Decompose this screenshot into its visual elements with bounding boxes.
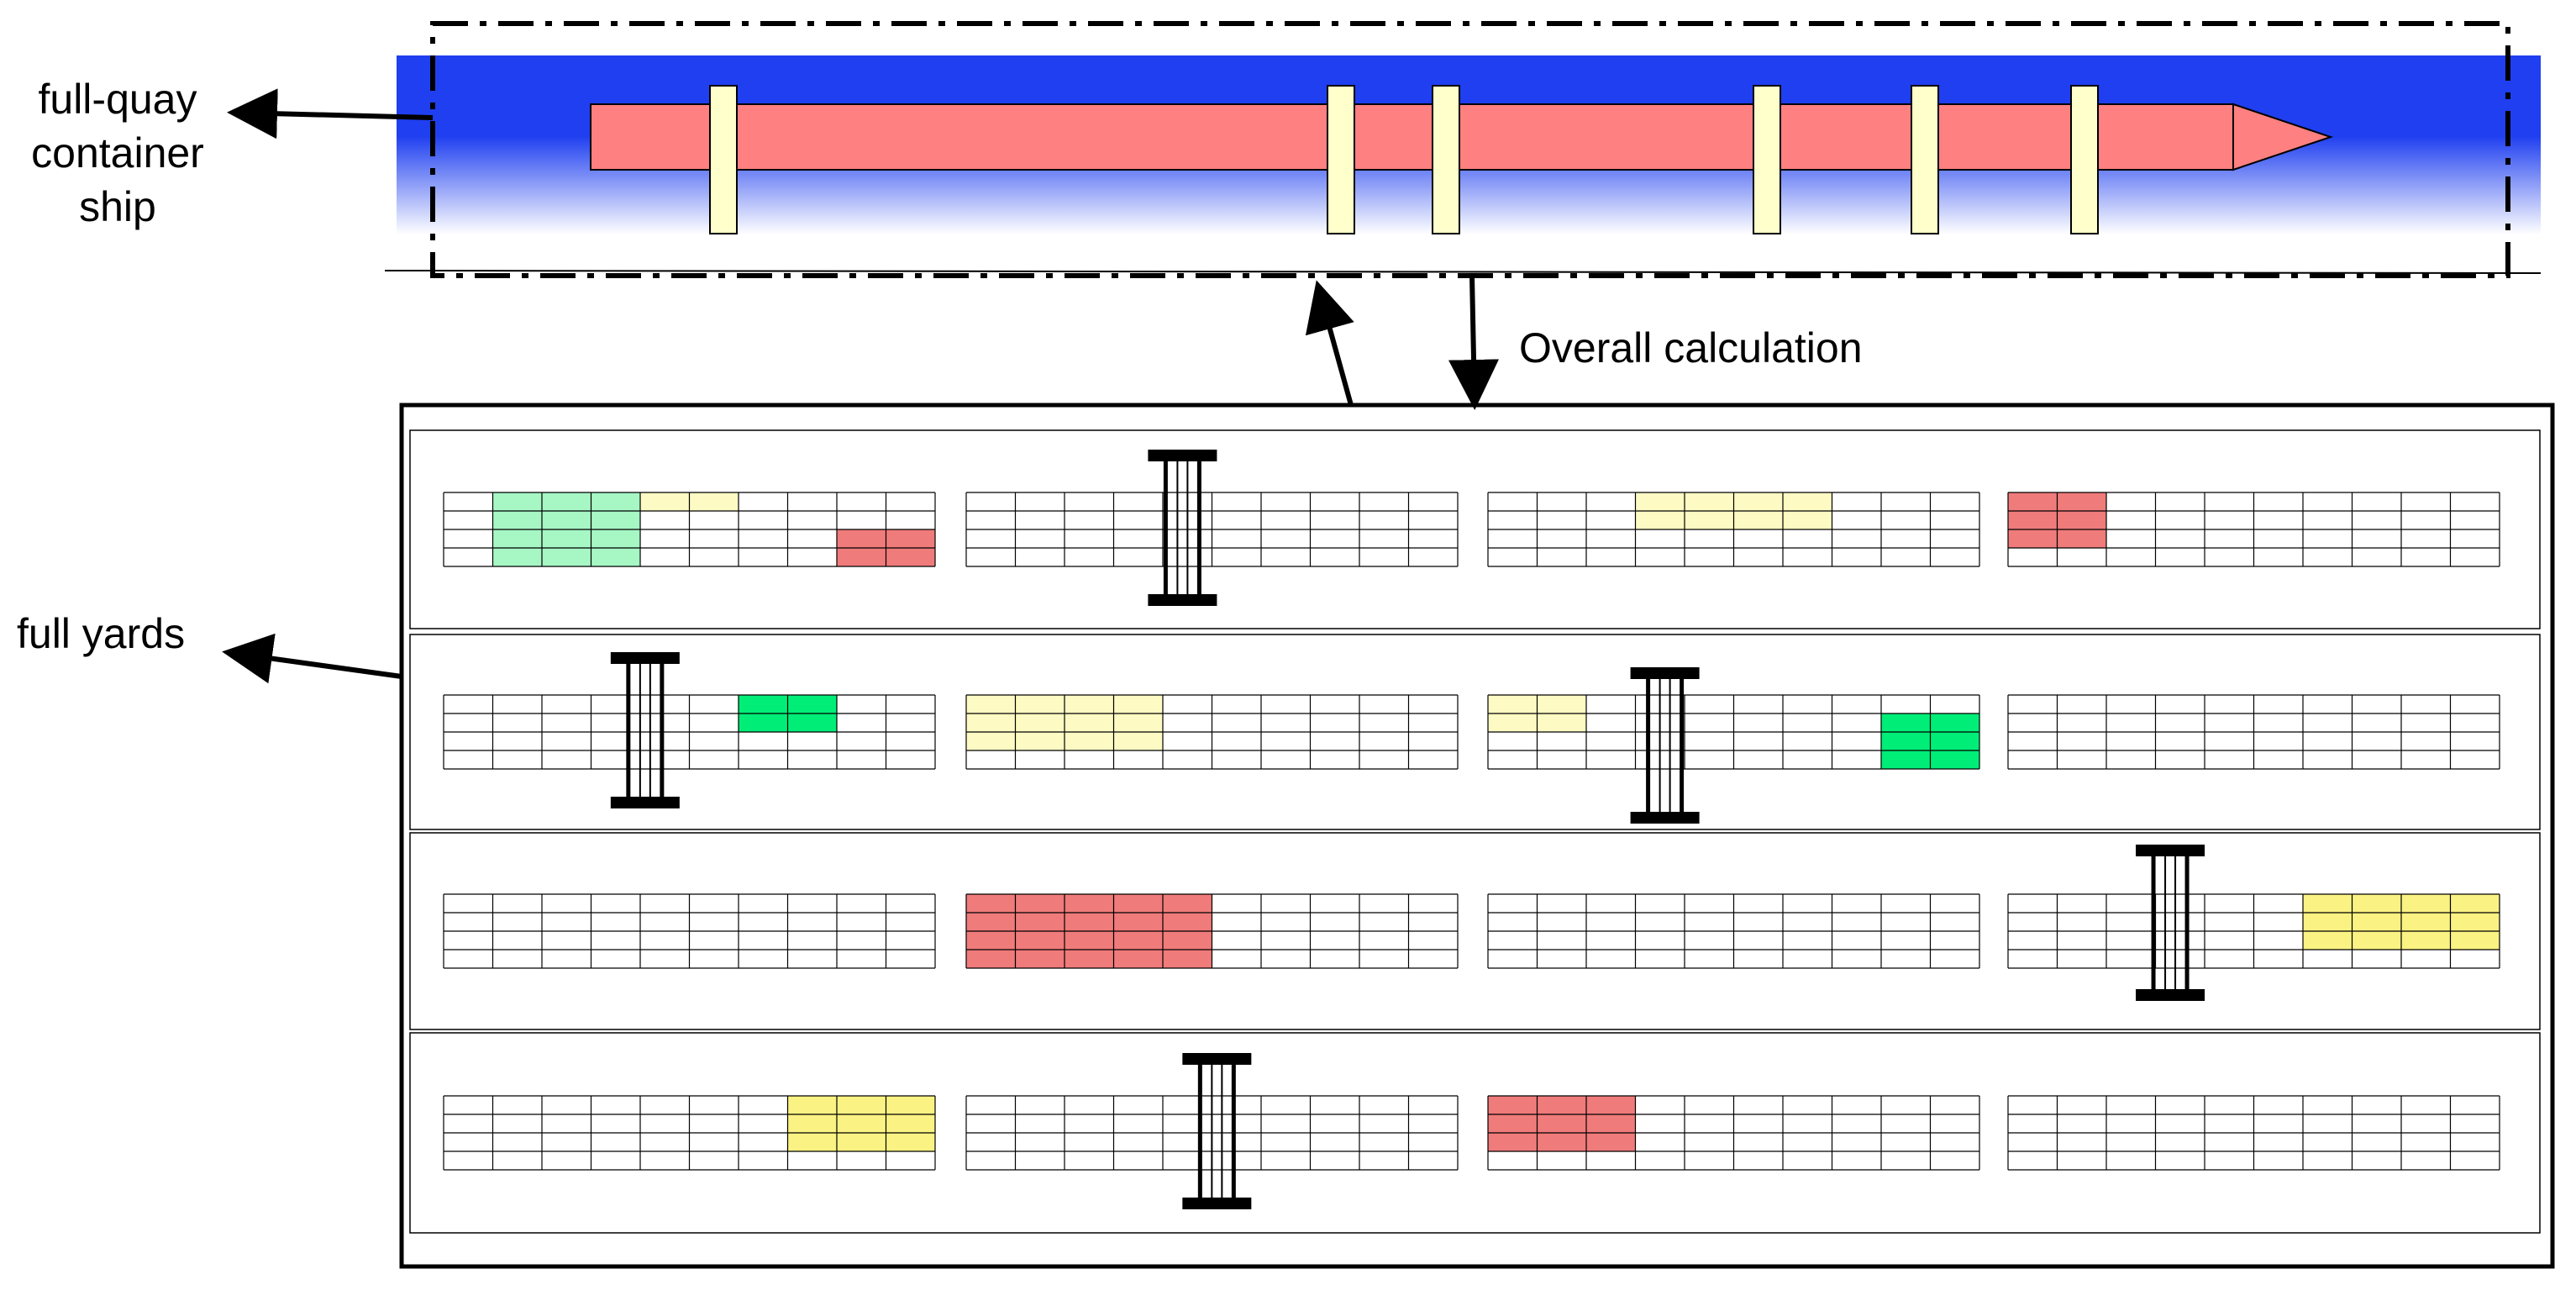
yard-row xyxy=(409,429,2541,629)
quay-crane xyxy=(1753,85,1781,234)
yard-area xyxy=(399,403,2555,1269)
yard-rows xyxy=(409,429,2541,1234)
quay-crane xyxy=(1327,85,1355,234)
ship-selection-box xyxy=(430,21,2510,278)
yard-block xyxy=(2007,694,2500,770)
yard-block xyxy=(443,1095,936,1171)
yard-highlight xyxy=(1488,1096,1636,1151)
arrows xyxy=(222,88,1500,684)
quay-line xyxy=(384,270,2542,274)
yard-block xyxy=(2007,492,2500,567)
yard-block xyxy=(965,893,1459,969)
quay-crane xyxy=(1432,85,1460,234)
gantry-beam xyxy=(1630,812,1700,824)
gantry-beam xyxy=(1630,667,1700,679)
yard-row xyxy=(409,1032,2541,1234)
yard-block xyxy=(443,492,936,567)
yard-row xyxy=(409,634,2541,830)
yard-highlight xyxy=(787,1096,935,1151)
arrow-yards-label xyxy=(222,633,402,684)
gantry-crane xyxy=(1630,667,1700,824)
yard-block xyxy=(1487,694,1980,770)
yard-block xyxy=(965,492,1459,567)
gantry-beam xyxy=(1148,594,1217,606)
gantry-beam xyxy=(1148,450,1217,461)
quay-crane xyxy=(1911,85,1939,234)
gantry-beam xyxy=(610,797,680,808)
yard-block xyxy=(2007,893,2500,969)
yard-block xyxy=(443,694,936,770)
ship-label: full-quay container ship xyxy=(31,76,204,230)
yard-block xyxy=(1487,492,1980,567)
quay-area xyxy=(384,21,2542,278)
calculation-label: Overall calculation xyxy=(1519,324,1863,371)
yard-block xyxy=(1487,893,1980,969)
yard-row xyxy=(409,832,2541,1030)
yard-block xyxy=(443,893,936,969)
arrow-ship-to-yard xyxy=(1448,275,1500,410)
yards-label: full yards xyxy=(17,610,186,657)
quay-crane xyxy=(709,85,738,234)
gantry-beam xyxy=(610,652,680,664)
yard-block xyxy=(1487,1095,1980,1171)
gantry-crane xyxy=(1182,1053,1252,1209)
arrow-ship-label xyxy=(227,88,434,140)
gantry-crane xyxy=(610,652,680,808)
quay-cranes xyxy=(709,85,2099,234)
gantry-crane xyxy=(1148,450,1217,606)
gantry-crane xyxy=(2136,845,2205,1001)
ship-hull xyxy=(590,103,2234,171)
gantry-beam xyxy=(2136,845,2205,856)
quay-crane xyxy=(2070,85,2099,234)
arrow-yard-to-ship xyxy=(1305,280,1354,406)
yard-block xyxy=(2007,1095,2500,1171)
ship-bow xyxy=(2232,103,2334,171)
gantry-beam xyxy=(1182,1198,1252,1209)
gantry-beam xyxy=(2136,989,2205,1001)
yard-block xyxy=(965,694,1459,770)
gantry-beam xyxy=(1182,1053,1252,1065)
